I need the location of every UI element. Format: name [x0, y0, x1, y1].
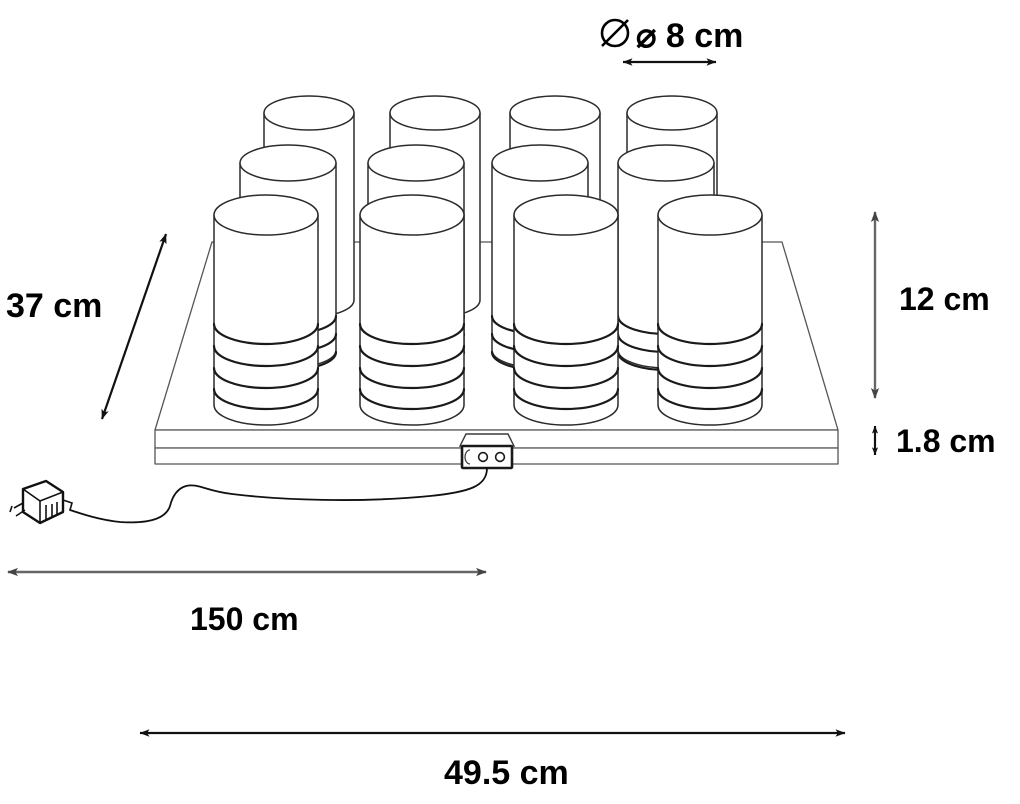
power-socket [458, 433, 516, 470]
plate-thickness-label: 1.8 cm [896, 423, 996, 459]
dimension-depth: 37 cm [6, 233, 168, 420]
dimension-diameter: ⌀ 8 cm [600, 17, 743, 66]
dimension-plate-width: 49.5 cm [139, 729, 846, 792]
socket-hole [494, 451, 506, 463]
plate-width-label: 49.5 cm [444, 754, 569, 792]
depth-label: 37 cm [6, 287, 102, 325]
dimension-spot-height: 12 cm [870, 211, 990, 399]
spot-height-label: 12 cm [899, 281, 990, 317]
dimension-plate-thickness: 1.8 cm [871, 423, 996, 459]
spot-cylinder [358, 194, 466, 426]
power-cable [69, 467, 488, 524]
spot-cylinder [656, 194, 764, 426]
diameter-label: ⌀ 8 cm [636, 17, 743, 55]
spot-cylinder [512, 194, 620, 426]
dimension-cable-length: 150 cm [7, 567, 487, 637]
power-adapter-plug [9, 479, 73, 525]
spot-cylinder-row-front [212, 194, 764, 426]
diameter-symbol-icon [600, 18, 630, 48]
spot-cylinder [212, 194, 320, 426]
cable-length-label: 150 cm [190, 601, 299, 637]
depth-arrow [100, 233, 168, 420]
socket-hole [477, 451, 489, 463]
